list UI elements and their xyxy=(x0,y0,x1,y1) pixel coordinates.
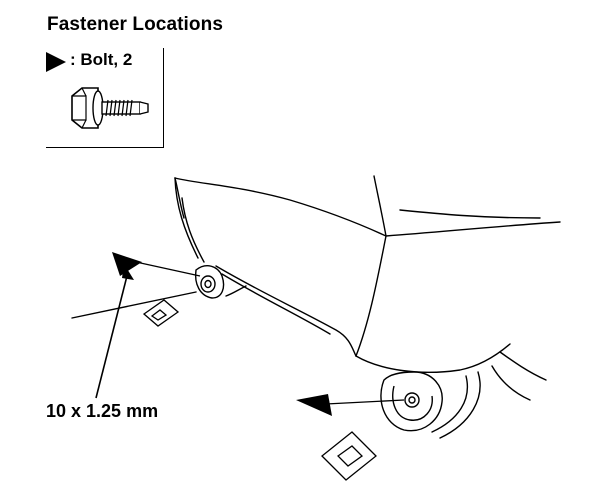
page-title: Fastener Locations xyxy=(47,14,224,35)
legend-label: : Bolt, 2 xyxy=(70,50,133,69)
left-clip-nut xyxy=(142,299,180,327)
left-bolt-bracket xyxy=(194,265,225,299)
triangle-arrow-icon xyxy=(46,52,66,72)
flange-bolt-icon xyxy=(71,87,149,129)
fastener-legend: : Bolt, 2 xyxy=(46,48,166,148)
bolt-arrow-left xyxy=(112,252,201,277)
size-leader-arrow xyxy=(95,264,134,399)
bolt-arrow-right xyxy=(296,394,405,416)
bolt-size-callout: 10 x 1.25 mm xyxy=(46,401,159,421)
right-clip-nut xyxy=(321,431,377,481)
right-bolt-bracket xyxy=(380,371,443,432)
legend-frame xyxy=(46,48,164,148)
